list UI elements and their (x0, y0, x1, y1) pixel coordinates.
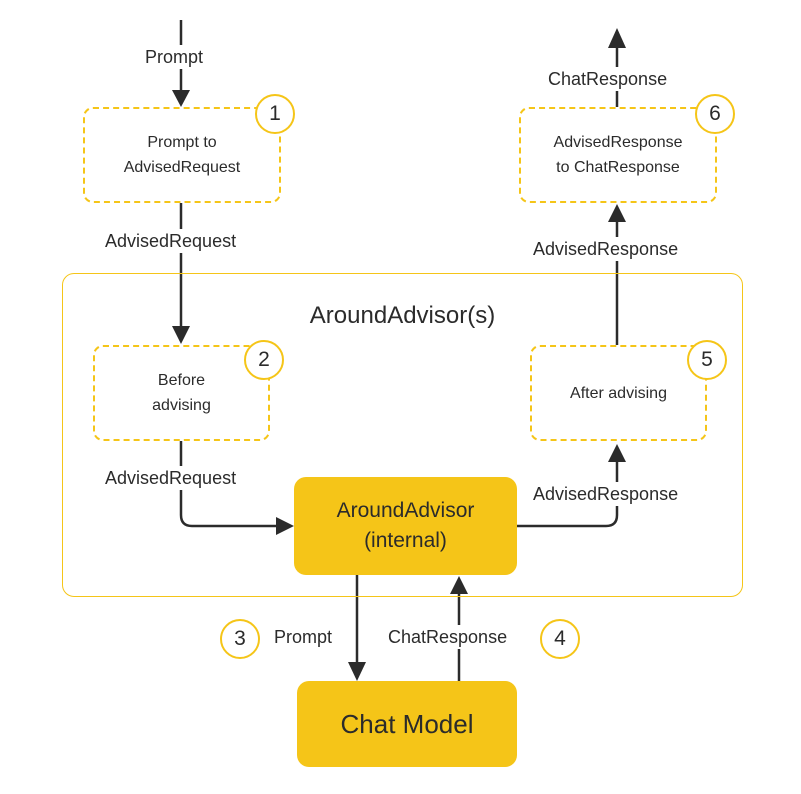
edge-label-prompt-in: Prompt (142, 45, 207, 69)
box-label: AroundAdvisor (internal) (336, 499, 475, 552)
arrowhead-into-box6 (608, 204, 626, 222)
edge-label-prompt-out: Prompt (271, 625, 336, 649)
box-around-advisor-internal: AroundAdvisor (internal) (294, 477, 517, 575)
box-label: Chat Model (340, 708, 474, 739)
box-after-advising: After advising (530, 345, 707, 441)
edge-label-chat-response-out: ChatResponse (545, 67, 671, 91)
arrowhead-out-top (608, 28, 626, 48)
box-label: Before advising (152, 372, 211, 414)
box-advised-response-to-chat-response: AdvisedResponse to ChatResponse (519, 107, 717, 203)
around-advisors-group: AroundAdvisor(s) (62, 273, 743, 597)
box-before-advising: Before advising (93, 345, 270, 441)
edge-label-advised-request-1: AdvisedRequest (102, 229, 240, 253)
step-badge-5: 5 (687, 340, 727, 380)
arrowhead-into-internal-bottom (450, 576, 468, 594)
edge-box2-to-internal (179, 441, 278, 528)
arrowhead-into-model (348, 662, 366, 681)
edge-label-advised-response-1: AdvisedResponse (530, 482, 682, 506)
box-chat-model: Chat Model (297, 681, 517, 767)
step-badge-1: 1 (255, 94, 295, 134)
box-label: AdvisedResponse to ChatResponse (553, 134, 683, 176)
step-badge-3: 3 (220, 619, 260, 659)
group-title: AroundAdvisor(s) (309, 302, 496, 329)
box-label: After advising (570, 384, 667, 402)
box-label: Prompt to AdvisedRequest (123, 134, 241, 176)
arrowhead-into-box5 (608, 444, 626, 462)
edge-internal-to-box5 (517, 460, 619, 528)
step-badge-2: 2 (244, 340, 284, 380)
box-prompt-to-advised-request: Prompt to AdvisedRequest (83, 107, 281, 203)
arrowhead-into-box1 (172, 90, 190, 107)
edge-label-advised-response-2: AdvisedResponse (530, 237, 682, 261)
step-badge-4: 4 (540, 619, 580, 659)
edge-label-advised-request-2: AdvisedRequest (102, 466, 240, 490)
arrowhead-into-internal (276, 517, 294, 535)
arrowhead-into-box2 (172, 326, 190, 344)
edge-label-chat-response-in: ChatResponse (385, 625, 511, 649)
step-badge-6: 6 (695, 94, 735, 134)
